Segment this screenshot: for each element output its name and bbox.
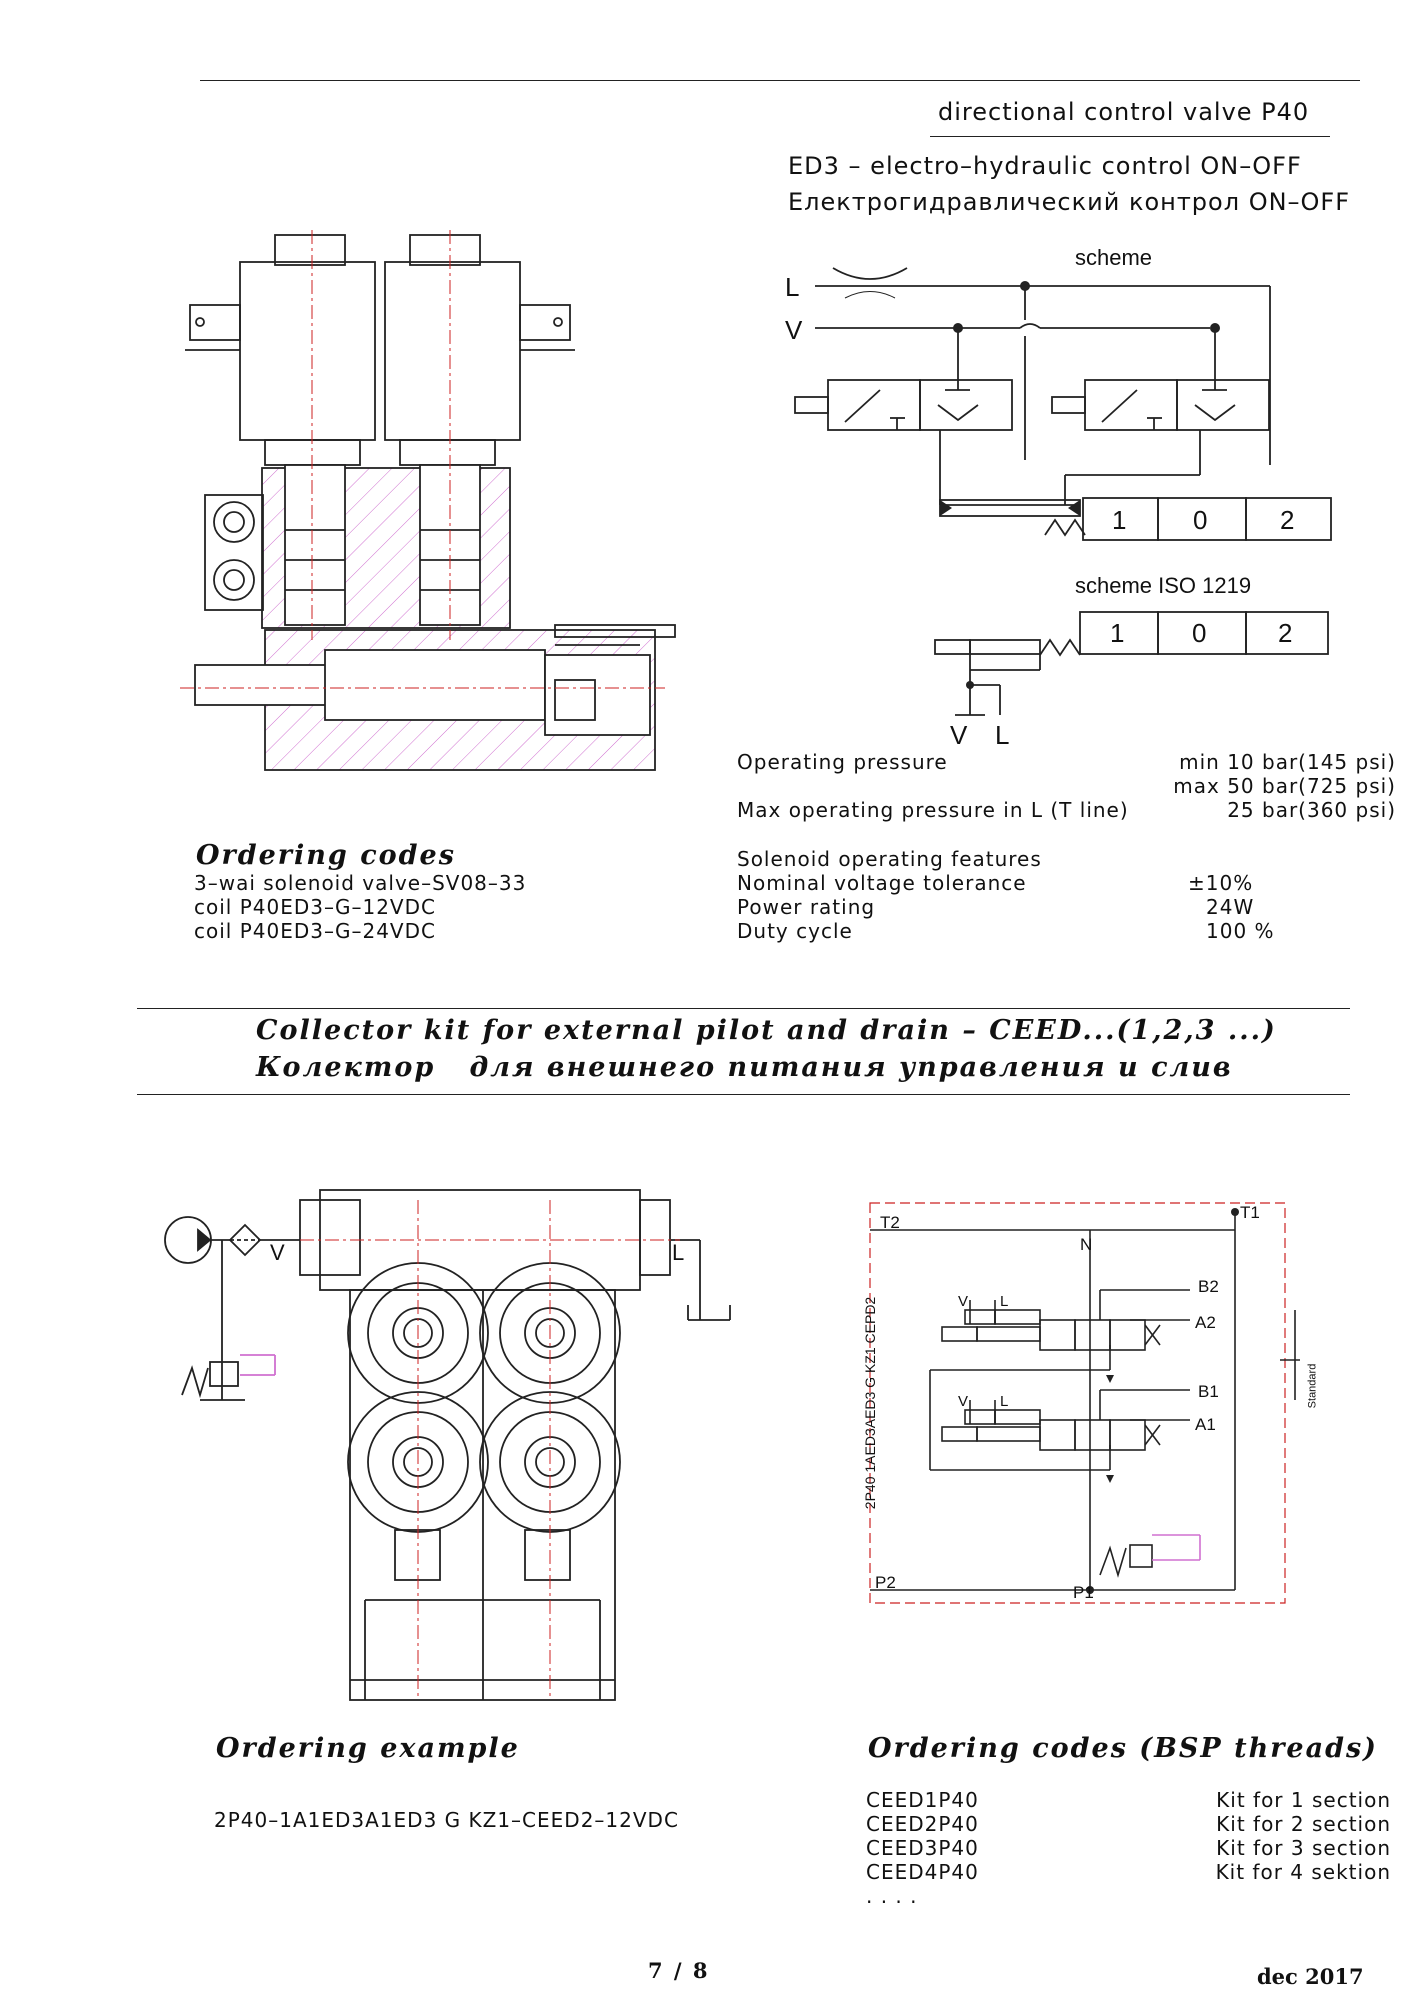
ordering-code-item: coil P40ED3–G–12VDC [194, 895, 436, 919]
scheme-iso-port-L: L [995, 720, 1010, 750]
spec-operating-pressure-min: min 10 bar(145 psi) [1179, 750, 1396, 774]
collector-port-L: L [672, 1240, 685, 1265]
bsp-desc: Kit for 3 section [1216, 1836, 1391, 1860]
scheme-port-V: V [785, 315, 803, 345]
bsp-desc: Kit for 4 sektion [1215, 1860, 1391, 1884]
schematic-T1: T1 [1240, 1203, 1260, 1222]
spec-operating-pressure-label: Operating pressure [737, 750, 948, 774]
scheme-port-L: L [785, 272, 800, 302]
ordering-code-item: 3–wai solenoid valve–SV08–33 [194, 871, 527, 895]
page-title: directional control valve P40 [938, 98, 1310, 126]
collector-port-V: V [270, 1240, 285, 1265]
ordering-example-title: Ordering example [216, 1733, 520, 1764]
spec-row-value: ±10% [1188, 871, 1254, 895]
top-rule [200, 80, 1360, 81]
scheme-pos-2: 2 [1280, 505, 1295, 535]
bsp-code: CEED4P40 [866, 1860, 979, 1884]
spec-row-label: Duty cycle [737, 919, 853, 943]
scheme-pos-1: 1 [1112, 505, 1127, 535]
page-number: 7 / 8 [648, 1958, 710, 1983]
bsp-desc: Kit for 2 section [1216, 1812, 1391, 1836]
subtitle-en: ED3 – electro–hydraulic control ON–OFF [788, 152, 1302, 180]
schematic-P1: P1 [1073, 1583, 1094, 1602]
schematic-B1: B1 [1198, 1382, 1219, 1401]
spec-row-label: Power rating [737, 895, 876, 919]
schematic-side-code: 2P40 1AED3AED3 G KZ1 CEPD2 [862, 1296, 878, 1510]
schematic-V-bot: V [958, 1393, 969, 1410]
bsp-code: CEED3P40 [866, 1836, 979, 1860]
spec-row-value: 100 % [1206, 919, 1275, 943]
schematic-L-bot: L [1000, 1393, 1009, 1410]
ordering-example-code: 2P40–1A1ED3A1ED3 G KZ1–CEED2–12VDC [214, 1808, 679, 1832]
collector-title-en: Collector kit for external pilot and dra… [256, 1015, 1277, 1046]
ordering-code-item: coil P40ED3–G–24VDC [194, 919, 436, 943]
collector-bottom-rule [137, 1094, 1350, 1095]
schematic-T2: T2 [880, 1213, 900, 1232]
schematic-A2: A2 [1195, 1313, 1216, 1332]
schematic-L-top: L [1000, 1293, 1009, 1310]
scheme-iso-pos-1: 1 [1110, 618, 1125, 648]
spec-max-pressure-L-label: Max operating pressure in L (T line) [737, 798, 1129, 822]
spec-row-label: Nominal voltage tolerance [737, 871, 1027, 895]
schematic-P2: P2 [875, 1573, 896, 1592]
schematic-V-top: V [958, 1293, 969, 1310]
schematic-N: N [1080, 1235, 1093, 1254]
scheme-iso-pos-0: 0 [1192, 618, 1207, 648]
schematic-B2: B2 [1198, 1277, 1219, 1296]
schematic-standard-label: Standard [1306, 1363, 1319, 1409]
scheme-iso-port-V: V [950, 720, 968, 750]
schematic-A1: A1 [1195, 1415, 1216, 1434]
ordering-codes-bsp-title: Ordering codes (BSP threads) [868, 1733, 1378, 1764]
bsp-desc: Kit for 1 section [1216, 1788, 1391, 1812]
title-underline [930, 136, 1330, 137]
bsp-more: . . . . [866, 1884, 918, 1908]
spec-row-value: 24W [1206, 895, 1255, 919]
spec-operating-pressure-max: max 50 bar(725 psi) [1173, 774, 1396, 798]
scheme-pos-0: 0 [1193, 505, 1208, 535]
collector-title-ru: Колектор для внешнего питания управления… [256, 1052, 1233, 1083]
subtitle-ru: Електрогидравлический контрол ON–OFF [788, 188, 1351, 216]
collector-top-rule [137, 1008, 1350, 1009]
footer-date: dec 2017 [1257, 1964, 1364, 1989]
bsp-code: CEED2P40 [866, 1812, 979, 1836]
solenoid-features-title: Solenoid operating features [737, 847, 1042, 871]
ordering-codes-title: Ordering codes [196, 840, 456, 871]
spec-max-pressure-L-value: 25 bar(360 psi) [1227, 798, 1396, 822]
scheme-label: scheme [1075, 245, 1153, 270]
scheme-iso-pos-2: 2 [1278, 618, 1293, 648]
scheme-iso-label: scheme ISO 1219 [1075, 573, 1252, 598]
bsp-code: CEED1P40 [866, 1788, 979, 1812]
